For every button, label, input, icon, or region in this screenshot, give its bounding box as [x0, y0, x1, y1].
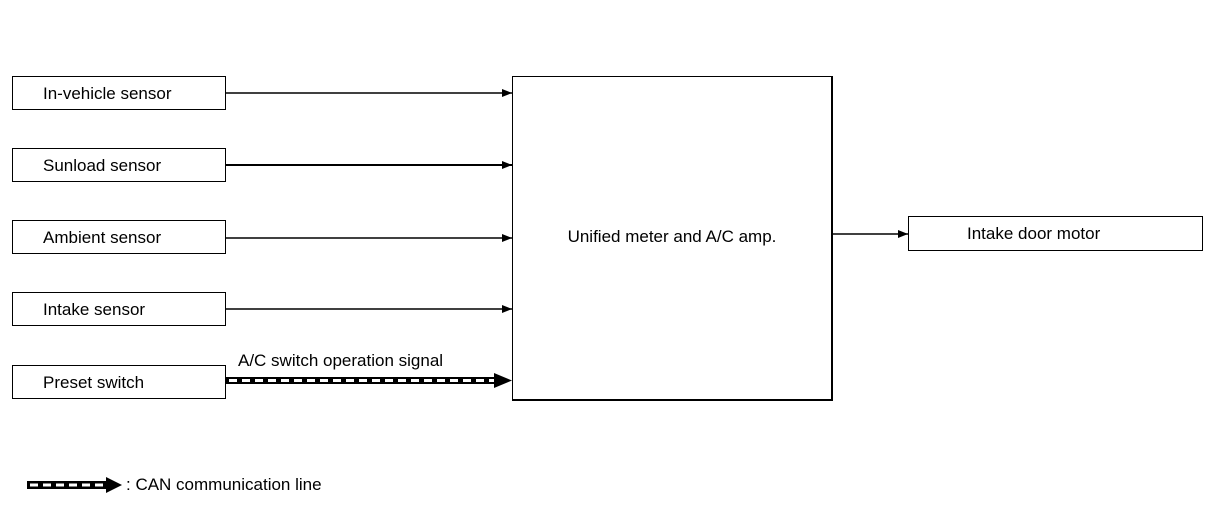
- intake-door-motor-label: Intake door motor: [967, 224, 1101, 243]
- in-vehicle-sensor-box: In-vehicle sensor: [12, 76, 226, 110]
- sunload-sensor-label: Sunload sensor: [43, 155, 162, 175]
- sunload-sensor-box: Sunload sensor: [12, 148, 226, 182]
- intake-sensor-label: Intake sensor: [43, 299, 146, 319]
- can-line-preset-switch: [226, 373, 512, 388]
- can-legend-label: : CAN communication line: [126, 475, 322, 494]
- in-vehicle-sensor-label: In-vehicle sensor: [43, 83, 172, 103]
- ambient-sensor-box: Ambient sensor: [12, 220, 226, 254]
- preset-switch-label: Preset switch: [43, 372, 145, 392]
- ambient-sensor-label: Ambient sensor: [43, 227, 162, 247]
- intake-sensor-box: Intake sensor: [12, 292, 226, 326]
- unified-meter-ac-amp-box: Unified meter and A/C amp.: [512, 76, 833, 401]
- intake-door-motor-box: Intake door motor: [908, 216, 1203, 251]
- ac-switch-signal-label: A/C switch operation signal: [238, 351, 444, 370]
- preset-switch-box: Preset switch: [12, 365, 226, 399]
- legend-can-line-symbol: [27, 477, 122, 493]
- unified-meter-ac-amp-label: Unified meter and A/C amp.: [567, 227, 777, 246]
